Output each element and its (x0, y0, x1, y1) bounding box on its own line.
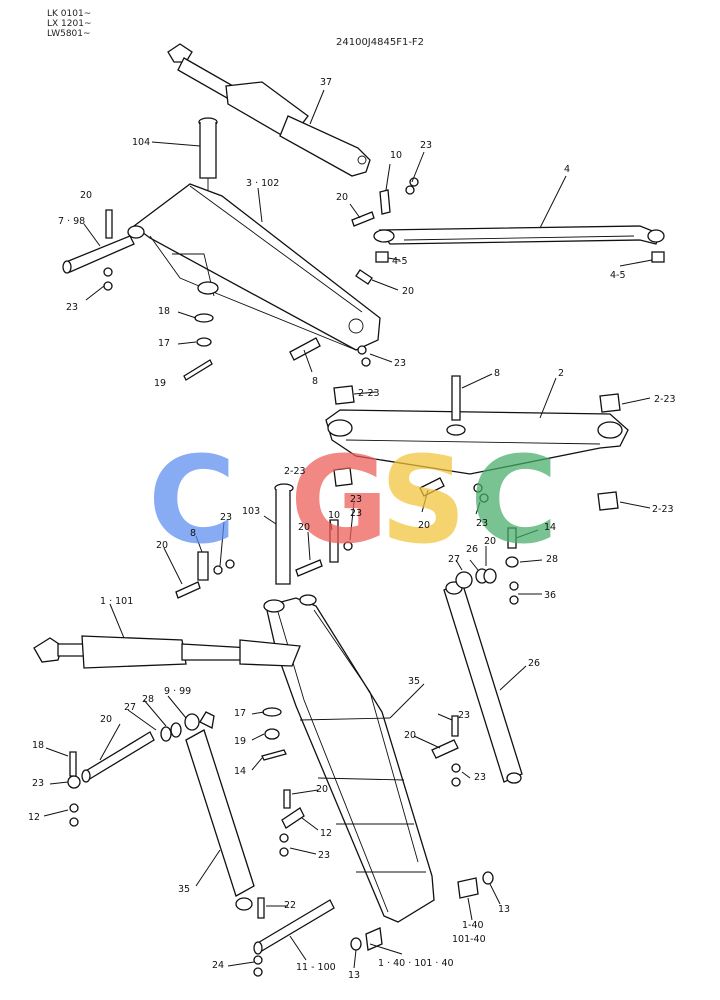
callout-label: 22 (284, 900, 296, 911)
callout-label: 23 (394, 358, 406, 369)
callout-label: 20 (156, 540, 168, 551)
callout-label: 23 (318, 850, 330, 861)
callout-label: 19 (154, 378, 166, 389)
callout-label: 4 (564, 164, 570, 175)
callout-label: 17 (158, 338, 170, 349)
callout-label: 23 (66, 302, 78, 313)
callout-label: 20 (418, 520, 430, 531)
callout-label: 11 - 100 (296, 962, 336, 973)
callout-label: 20 (402, 286, 414, 297)
cylinder-35-left (185, 711, 255, 911)
callout-label: 14 (234, 766, 246, 777)
callout-label: 2-23 (652, 504, 674, 515)
callout-label: 27 (124, 702, 136, 713)
callout-label: 36 (544, 590, 556, 601)
callout-label: 2-23 (358, 388, 380, 399)
callout-label: 20 (316, 784, 328, 795)
drawing-number: 24100J4845F1-F2 (336, 37, 425, 48)
callout-label: 23 (474, 772, 486, 783)
callout-label: 28 (142, 694, 154, 705)
callout-label: 24 (212, 960, 224, 971)
callout-label: 26 (466, 544, 478, 555)
serial-line: LW5801~ (47, 29, 91, 39)
callout-label: 12 (28, 812, 40, 823)
callout-label: 37 (320, 77, 332, 88)
callout-label: 20 (336, 192, 348, 203)
pin-9-99 (81, 731, 155, 783)
callout-label: 7 · 98 (58, 216, 85, 227)
callout-label: 13 (348, 970, 360, 981)
main-boom-1-101 (263, 594, 435, 923)
callout-label: 9 · 99 (164, 686, 191, 697)
callout-label: 23 (32, 778, 44, 789)
callout-label: 18 (158, 306, 170, 317)
callout-label: 23 (350, 494, 362, 505)
callout-label: 8 (312, 376, 318, 387)
callout-label: 8 (190, 528, 196, 539)
watermark-letter: C (470, 432, 558, 571)
callout-label: 4-5 (392, 256, 408, 267)
small-hardware-upper (103, 177, 665, 381)
callout-label: 101-40 (452, 934, 486, 945)
callout-label: 1 · 101 (100, 596, 133, 607)
callout-label: 20 (298, 522, 310, 533)
boom-3-102 (127, 183, 381, 351)
watermark-letter: C (148, 432, 236, 571)
serial-line: LK 0101~ (47, 9, 92, 19)
callout-label: 2-23 (284, 466, 306, 477)
callout-label: 1 · 40 · 101 · 40 (378, 958, 454, 969)
callout-label: 103 (242, 506, 260, 517)
callout-label: 104 (132, 137, 150, 148)
callout-label: 20 (100, 714, 112, 725)
callout-label: 23 (476, 518, 488, 529)
cylinder-35-right (443, 581, 523, 784)
watermark-letter: S (380, 432, 466, 571)
serial-line: LX 1201~ (47, 19, 92, 29)
arm-2 (325, 375, 629, 511)
callout-label: 10 (390, 150, 402, 161)
callout-label: 2 (558, 368, 564, 379)
pins-103-10-8 (175, 483, 353, 599)
callout-label: 35 (408, 676, 420, 687)
callout-label: 10 (328, 510, 340, 521)
callout-labels: 37 104 3 · 102 10 23 4 20 7 · 98 23 20 4… (28, 77, 676, 981)
callout-label: 20 (484, 536, 496, 547)
callout-label: 23 (220, 512, 232, 523)
model-serial-list: LK 0101~ LX 1201~ LW5801~ (47, 9, 92, 39)
callout-label: 17 (234, 708, 246, 719)
pin-11-100 (253, 899, 335, 955)
cylinder-37 (167, 43, 371, 177)
callout-label: 26 (528, 658, 540, 669)
link-rod-4 (373, 225, 665, 245)
callout-label: 8 (494, 368, 500, 379)
callout-label: 14 (544, 522, 556, 533)
callout-label: 23 (420, 140, 432, 151)
callout-label: 28 (546, 554, 558, 565)
callout-label: 4-5 (610, 270, 626, 281)
callout-label: 3 · 102 (246, 178, 279, 189)
callout-label: 27 (448, 554, 460, 565)
callout-label: 23 (458, 710, 470, 721)
callout-label: 20 (80, 190, 92, 201)
cylinder-36 (33, 635, 301, 669)
pin-7-98 (62, 235, 135, 274)
callout-label: 1-40 (462, 920, 484, 931)
pin-104 (198, 117, 218, 246)
leader-lines (43, 89, 653, 969)
callout-label: 13 (498, 904, 510, 915)
callout-label: 12 (320, 828, 332, 839)
callout-label: 35 (178, 884, 190, 895)
watermark-letter: G (290, 432, 389, 571)
callout-label: 2-23 (654, 394, 676, 405)
callout-label: 18 (32, 740, 44, 751)
watermark-logo: C G S C (148, 432, 558, 571)
callout-label: 19 (234, 736, 246, 747)
callout-label: 23 (350, 508, 362, 519)
callout-label: 20 (404, 730, 416, 741)
